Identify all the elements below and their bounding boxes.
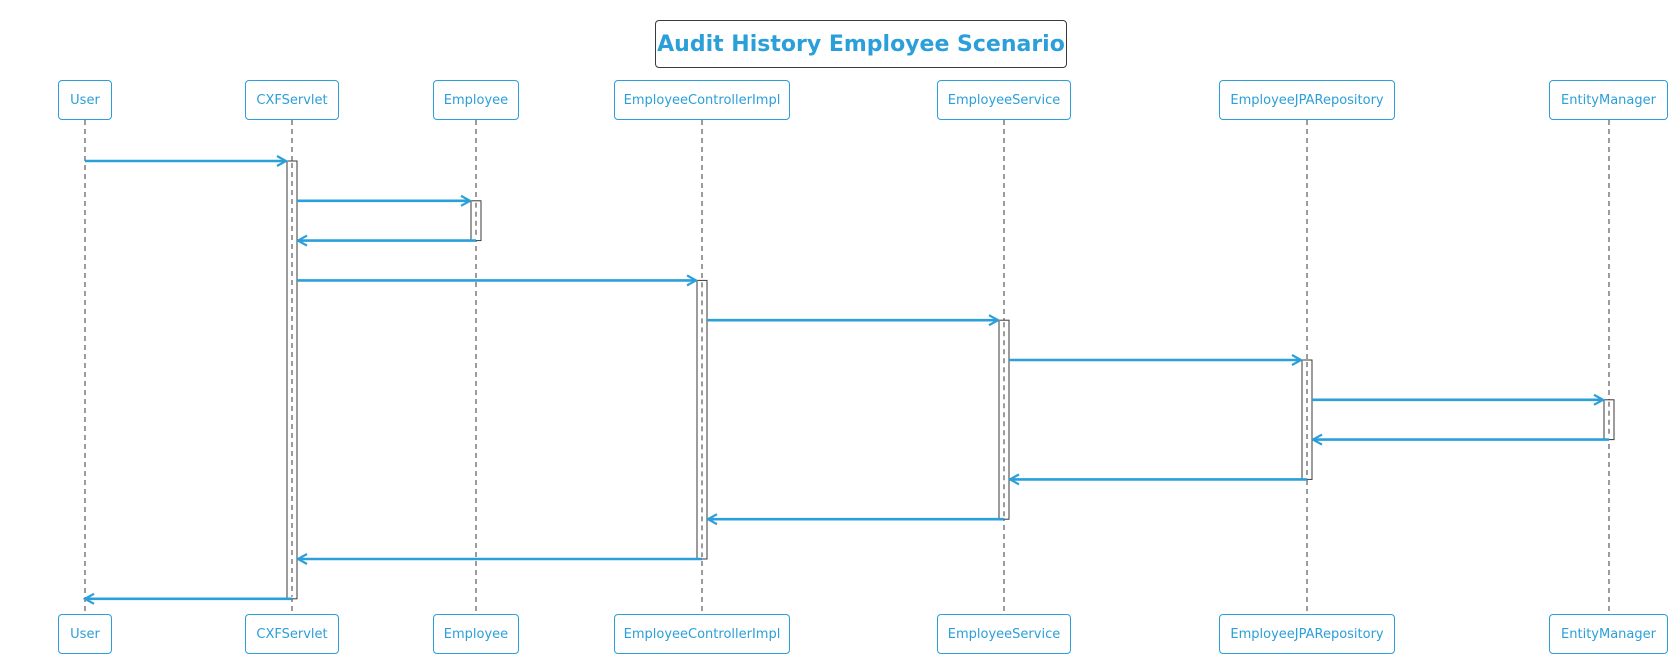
activations-group [286, 160, 1615, 600]
lifelines-group [84, 120, 1610, 614]
participant-user-top: User [58, 80, 112, 120]
diagram-title: Audit History Employee Scenario [655, 20, 1067, 68]
participant-service-bottom: EmployeeService [937, 614, 1071, 654]
participant-cxfservlet-bottom: CXFServlet [245, 614, 339, 654]
participant-repository-bottom: EmployeeJPARepository [1219, 614, 1395, 654]
messages-group [85, 161, 1609, 599]
participant-controller-bottom: EmployeeControllerImpl [614, 614, 790, 654]
participant-entitymanager-bottom: EntityManager [1549, 614, 1668, 654]
participant-employee-top: Employee [433, 80, 519, 120]
participant-controller-top: EmployeeControllerImpl [614, 80, 790, 120]
participant-employee-bottom: Employee [433, 614, 519, 654]
participant-entitymanager-top: EntityManager [1549, 80, 1668, 120]
participant-service-top: EmployeeService [937, 80, 1071, 120]
participant-cxfservlet-top: CXFServlet [245, 80, 339, 120]
participant-user-bottom: User [58, 614, 112, 654]
participant-repository-top: EmployeeJPARepository [1219, 80, 1395, 120]
